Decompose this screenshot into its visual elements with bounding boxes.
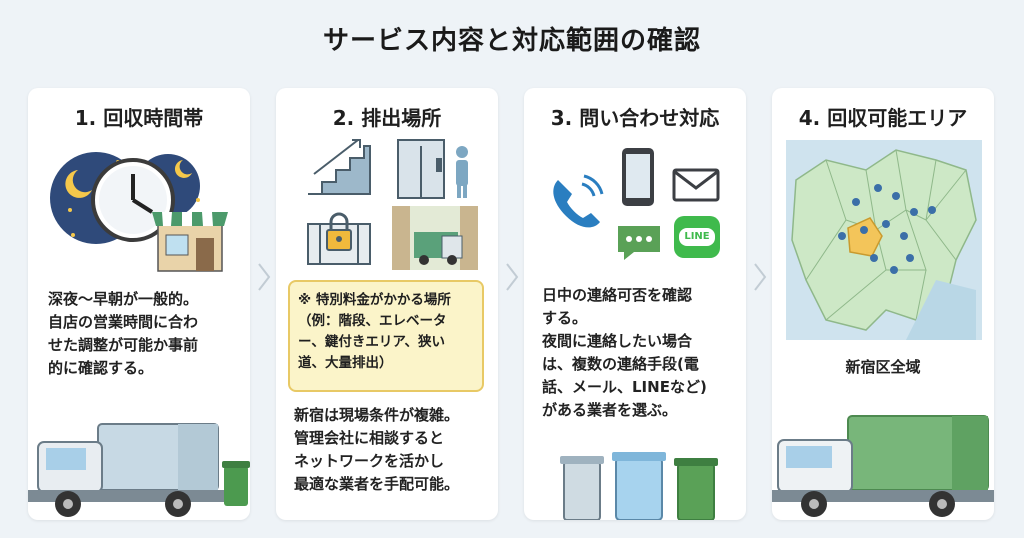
smartphone-icon (622, 148, 654, 206)
next-arrow-icon (754, 263, 767, 291)
locked-gate-icon (307, 212, 371, 265)
garbage-truck-illustration (772, 415, 994, 517)
card-title: 3. 問い合わせ対応 (550, 106, 720, 130)
card-disposal-location: 2. 排出場所 ※ 特別料金がかかる場所 （例：階段、エレベータ ー、鍵付きエリ… (276, 88, 498, 520)
narrow-alley-truck-icon (392, 206, 478, 270)
line-icon-label: LINE (679, 228, 715, 246)
card-collection-time: 1. 回収時間帯 深夜〜早朝が一般的。 自店の営業時間に合わ せた調整が可能か事… (28, 88, 250, 520)
garbage-truck-illustration (28, 423, 250, 517)
next-arrow-icon (506, 263, 519, 291)
chat-bubble-icon (618, 226, 660, 260)
card-service-area: 4. 回収可能エリア 新宿区全域 (772, 88, 994, 520)
card-body: 深夜〜早朝が一般的。 自店の営業時間に合わ せた調整が可能か事前 的に確認する。 (48, 290, 199, 377)
mail-icon (672, 168, 720, 202)
card-inquiry-support: 3. 問い合わせ対応 LINE 日中の連絡可否を確認 する。 夜間に連絡したい場… (524, 88, 746, 520)
stairs-icon (308, 139, 371, 195)
tokyo-area-map (786, 140, 982, 340)
page-title: サービス内容と対応範囲の確認 (322, 26, 701, 56)
card-title: 2. 排出場所 (332, 106, 442, 130)
night-clock-store-illustration (50, 152, 228, 272)
card-body: 日中の連絡可否を確認 する。 夜間に連絡したい場合 は、複数の連絡手段(電 話、… (542, 286, 707, 419)
special-fee-note: ※ 特別料金がかかる場所 （例：階段、エレベータ ー、鍵付きエリア、狭い 道、大… (288, 280, 484, 392)
line-icon: LINE (674, 216, 720, 258)
card-title: 1. 回収時間帯 (74, 106, 204, 130)
card-body: 新宿は現場条件が複雑。 管理会社に相談すると ネットワークを活かし 最適な業者を… (294, 406, 460, 493)
trash-bins-illustration (560, 452, 718, 520)
card-title: 4. 回収可能エリア (798, 106, 968, 130)
next-arrow-icon (258, 263, 271, 291)
service-area-label: 新宿区全域 (845, 358, 921, 376)
phone-icon (553, 174, 604, 228)
elevator-icon (397, 139, 468, 199)
